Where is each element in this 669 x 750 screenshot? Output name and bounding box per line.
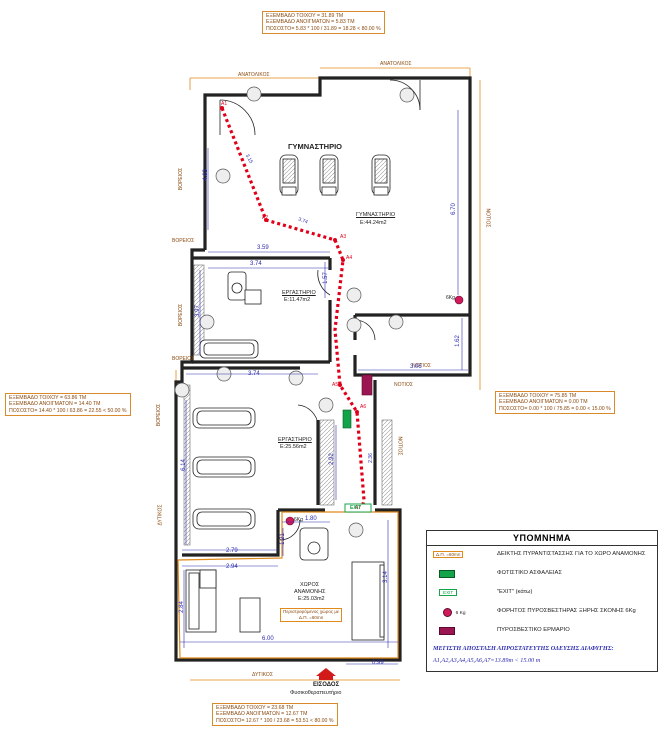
legend-box: ΥΠΟΜΝΗΜΑ Δ.Π. =60mn ΔΕΙΚΤΗΣ ΠΥΡΑΝΤΙΣΤΑΣΣ… (426, 530, 658, 672)
dim-3-74b: 3.74 (248, 371, 260, 377)
wait-area: Ε:25.03m2 (298, 596, 325, 602)
orient-dytikos: ΔΥΤΙΚΟΣ (157, 504, 164, 526)
stats-left-line2: ΕΞΕΜΒΑΔΟ ΑΝΟΙΓΜΑΤΩΝ = 14.40 ΤΜ (9, 401, 101, 408)
dim-4-63: 4.63 (202, 169, 209, 181)
stats-bottom-line1: ΕΞΕΜΒΑΔΟ ΤΟΙΧΟΥ = 23.68 ΤΜ (216, 705, 294, 711)
stats-left-line1: ΕΞΕΜΒΑΔΟ ΤΟΙΧΟΥ = 63.86 ΤΜ (9, 395, 87, 401)
dim-2-94: 2.94 (226, 564, 238, 570)
legend-row-exit: EXIT "EXIT" (κάτω) (433, 589, 532, 596)
stats-bottom: ΕΞΕΜΒΑΔΟ ΤΟΙΧΟΥ = 23.68 ΤΜ ΕΞΕΜΒΑΔΟ ΑΝΟΙ… (212, 703, 338, 727)
dim-1-21: 1.21 (279, 533, 286, 545)
legend-exit-symbol: EXIT (439, 589, 458, 596)
legend-extinguisher-text: ΦΟΡΗΤΟΣ ΠΥΡΟΣΒΕΣΤΗΡΑΣ ΞΗΡΗΣ ΣΚΟΝΗΣ 6Kg (497, 608, 636, 614)
route-a5: A5 (332, 382, 339, 388)
route-a1: A1 (221, 101, 228, 107)
dim-3-74a: 3.74 (250, 261, 262, 267)
legend-cabinet-symbol (439, 627, 455, 635)
legend-cabinet-text: ΠΥΡΟΣΒΕΣΤΙΚΟ ΕΡΜΑΡΙΟ (497, 627, 570, 633)
legend-note-1: ΜΕΓΙΣΤΗ ΑΠΟΣΤΑΣΗ ΑΠΡΟΣΤΑΤΕΥΤΗΣ ΟΔΕΥΣΗΣ Δ… (433, 645, 614, 652)
lab2-label: ΕΡΓΑΣΤΗΡΙΟ (278, 437, 312, 443)
dim-2-36: 2.36 (367, 453, 374, 463)
dim-2-79: 2.79 (226, 548, 238, 554)
legend-exit-text: "EXIT" (κάτω) (497, 589, 533, 595)
wait-label-2: ΑΝΑΜΟΝΗΣ (294, 589, 326, 595)
gym-title: ΓΥΜΝΑΣΤΗΡΙΟ (288, 142, 343, 151)
legend-extinguisher-symbol: 6 Kg (455, 611, 466, 617)
orient-anatolikos-left: ΑΝΑΤΟΛΙΚΟΣ (238, 72, 270, 78)
legend-light-text: ΦΩΤΙΣΤΙΚΟ ΑΣΦΑΛΕΙΑΣ (497, 570, 562, 576)
stats-left: ΕΞΕΜΒΑΔΟ ΤΟΙΧΟΥ = 63.86 ΤΜ ΕΞΕΜΒΑΔΟ ΑΝΟΙ… (5, 393, 131, 417)
legend-light-symbol (439, 570, 455, 578)
legend-row-cabinet: ΠΥΡΟΣΒΕΣΤΙΚΟ ΕΡΜΑΡΙΟ (433, 627, 570, 637)
street-label: Φυσικοθεραπευτήριο (290, 690, 342, 696)
dim-3-97: 3.97 (194, 305, 201, 317)
exit-sign: EXIT (350, 505, 362, 511)
extinguisher-wait-label: 6Kg (294, 517, 303, 523)
stats-top-line1: ΕΞΕΜΒΑΔΟ ΤΟΙΧΟΥ = 31.89 ΤΜ (266, 13, 344, 19)
route-a4: A4 (346, 255, 353, 261)
orient-notios-2: ΝΟΤΙΟΣ (412, 363, 431, 369)
dim-2-92: 2.92 (328, 453, 335, 465)
orient-voreios-5: ΒΟΡΕΙΟΣ (156, 403, 163, 427)
orient-voreios-4: ΒΟΡΕΙΟΣ (172, 356, 195, 362)
extinguisher-gym-label: 6Kg (446, 295, 455, 301)
stats-left-line3: ΠΟΣΟΣΤΟ= 14.40 * 100 / 63.86 = 22.55 < 5… (9, 407, 127, 414)
dim-0-99: 0.99 (372, 660, 384, 666)
entrance-label: ΕΙΣΟΔΟΣ (313, 682, 340, 688)
dim-6-70: 6.70 (450, 203, 457, 215)
stats-top-line3: ΠΟΣΟΣΤΟ= 5.83 * 100 / 31.89 = 18.28 < 80… (266, 25, 381, 32)
lab2-area: Ε:25.56m2 (280, 444, 307, 450)
stats-right-line3: ΠΟΣΟΣΤΟ= 0.00 * 100 / 75.85 = 0.00 < 15.… (499, 405, 611, 412)
lab1-area: Ε:11.47m2 (284, 297, 311, 303)
occupancy-note: Περιστρεφόμενος χώρος με Δ.Π. =60mn (280, 608, 343, 622)
occupancy-note-line2: Δ.Π. =60mn (298, 615, 324, 620)
wait-label-1: ΧΩΡΟΣ (300, 582, 320, 588)
legend-title: ΥΠΟΜΝΗΜΑ (513, 533, 571, 543)
dim-1-57: 1.57 (322, 272, 329, 284)
stats-bottom-line2: ΕΞΕΜΒΑΔΟ ΑΝΟΙΓΜΑΤΩΝ = 12.67 ΤΜ (216, 711, 308, 718)
dim-6-00: 6.00 (262, 636, 274, 642)
lab1-label: ΕΡΓΑΣΤΗΡΙΟ (282, 290, 316, 296)
orient-voreios-2: ΒΟΡΕΙΟΣ (172, 238, 195, 244)
orient-voreios-3: ΒΟΡΕΙΟΣ (178, 303, 185, 327)
orient-notios-3: ΝΟΤΙΟΣ (394, 382, 413, 388)
dim-2-84: 2.84 (178, 601, 185, 613)
legend-row-light: ΦΩΤΙΣΤΙΚΟ ΑΣΦΑΛΕΙΑΣ (433, 570, 562, 580)
dim-3-14: 3.14 (382, 571, 389, 583)
route-a2: A2 (262, 215, 269, 221)
stats-bottom-line3: ΠΟΣΟΣΤΟ= 12.67 * 100 / 23.68 = 53.51 < 8… (216, 717, 334, 724)
stats-right-line2: ΕΞΕΜΒΑΔΟ ΑΝΟΙΓΜΑΤΩΝ = 0.00 ΤΜ (499, 399, 588, 406)
stats-top-line2: ΕΞΕΜΒΑΔΟ ΑΝΟΙΓΜΑΤΩΝ = 5.83 ΤΜ (266, 19, 355, 26)
route-a7: A7 (355, 505, 362, 511)
orient-notios-1: ΝΟΤΙΟΣ (484, 208, 491, 228)
stats-top: ΕΞΕΜΒΑΔΟ ΤΟΙΧΟΥ = 31.89 ΤΜ ΕΞΕΜΒΑΔΟ ΑΝΟΙ… (262, 11, 385, 35)
orient-voreios-1: ΒΟΡΕΙΟΣ (178, 167, 185, 191)
legend-index-text: ΔΕΙΚΤΗΣ ΠΥΡΑΝΤΙΣΤΑΣΣΗΣ ΓΙΑ ΤΟ ΧΩΡΟ ΑΝΑΜΟ… (497, 551, 646, 557)
legend-row-extinguisher: 6 Kg ΦΟΡΗΤΟΣ ΠΥΡΟΣΒΕΣΤΗΡΑΣ ΞΗΡΗΣ ΣΚΟΝΗΣ … (433, 608, 636, 617)
dytikos-bottom-label: ΔΥΤΙΚΟΣ (252, 672, 273, 678)
dim-6-14: 6.14 (180, 459, 187, 471)
route-a3: A3 (340, 234, 347, 240)
legend-note-2: Α1,Α2,Α3,Α4,Α5,Α6,Α7=13.89m < 15.00 m (433, 657, 541, 664)
dim-3-06: 3.06 (410, 364, 422, 370)
orient-anatolikos-right: ΑΝΑΤΟΛΙΚΟΣ (380, 61, 412, 67)
dim-1-62: 1.62 (454, 335, 461, 347)
legend-index-symbol: Δ.Π. =60mn (433, 551, 464, 558)
legend-extinguisher-icon (443, 608, 452, 617)
dim-1-80: 1.80 (305, 516, 317, 522)
occupancy-note-line1: Περιστρεφόμενος χώρος με (283, 609, 340, 614)
route-a6: A6 (360, 404, 367, 410)
gym-area: Ε:44.24m2 (360, 220, 387, 226)
stats-right-line1: ΕΞΕΜΒΑΔΟ ΤΟΙΧΟΥ = 75.85 ΤΜ (499, 393, 577, 399)
gym-label: ΓΥΜΝΑΣΤΗΡΙΟ (356, 212, 396, 218)
dim-3-59: 3.59 (257, 245, 269, 251)
legend-divider (427, 545, 657, 546)
stats-right: ΕΞΕΜΒΑΔΟ ΤΟΙΧΟΥ = 75.85 ΤΜ ΕΞΕΜΒΑΔΟ ΑΝΟΙ… (495, 391, 615, 415)
legend-row-index: Δ.Π. =60mn ΔΕΙΚΤΗΣ ΠΥΡΑΝΤΙΣΤΑΣΣΗΣ ΓΙΑ ΤΟ… (433, 551, 645, 558)
orient-notios-4: ΝΟΤΙΟΣ (396, 436, 403, 456)
